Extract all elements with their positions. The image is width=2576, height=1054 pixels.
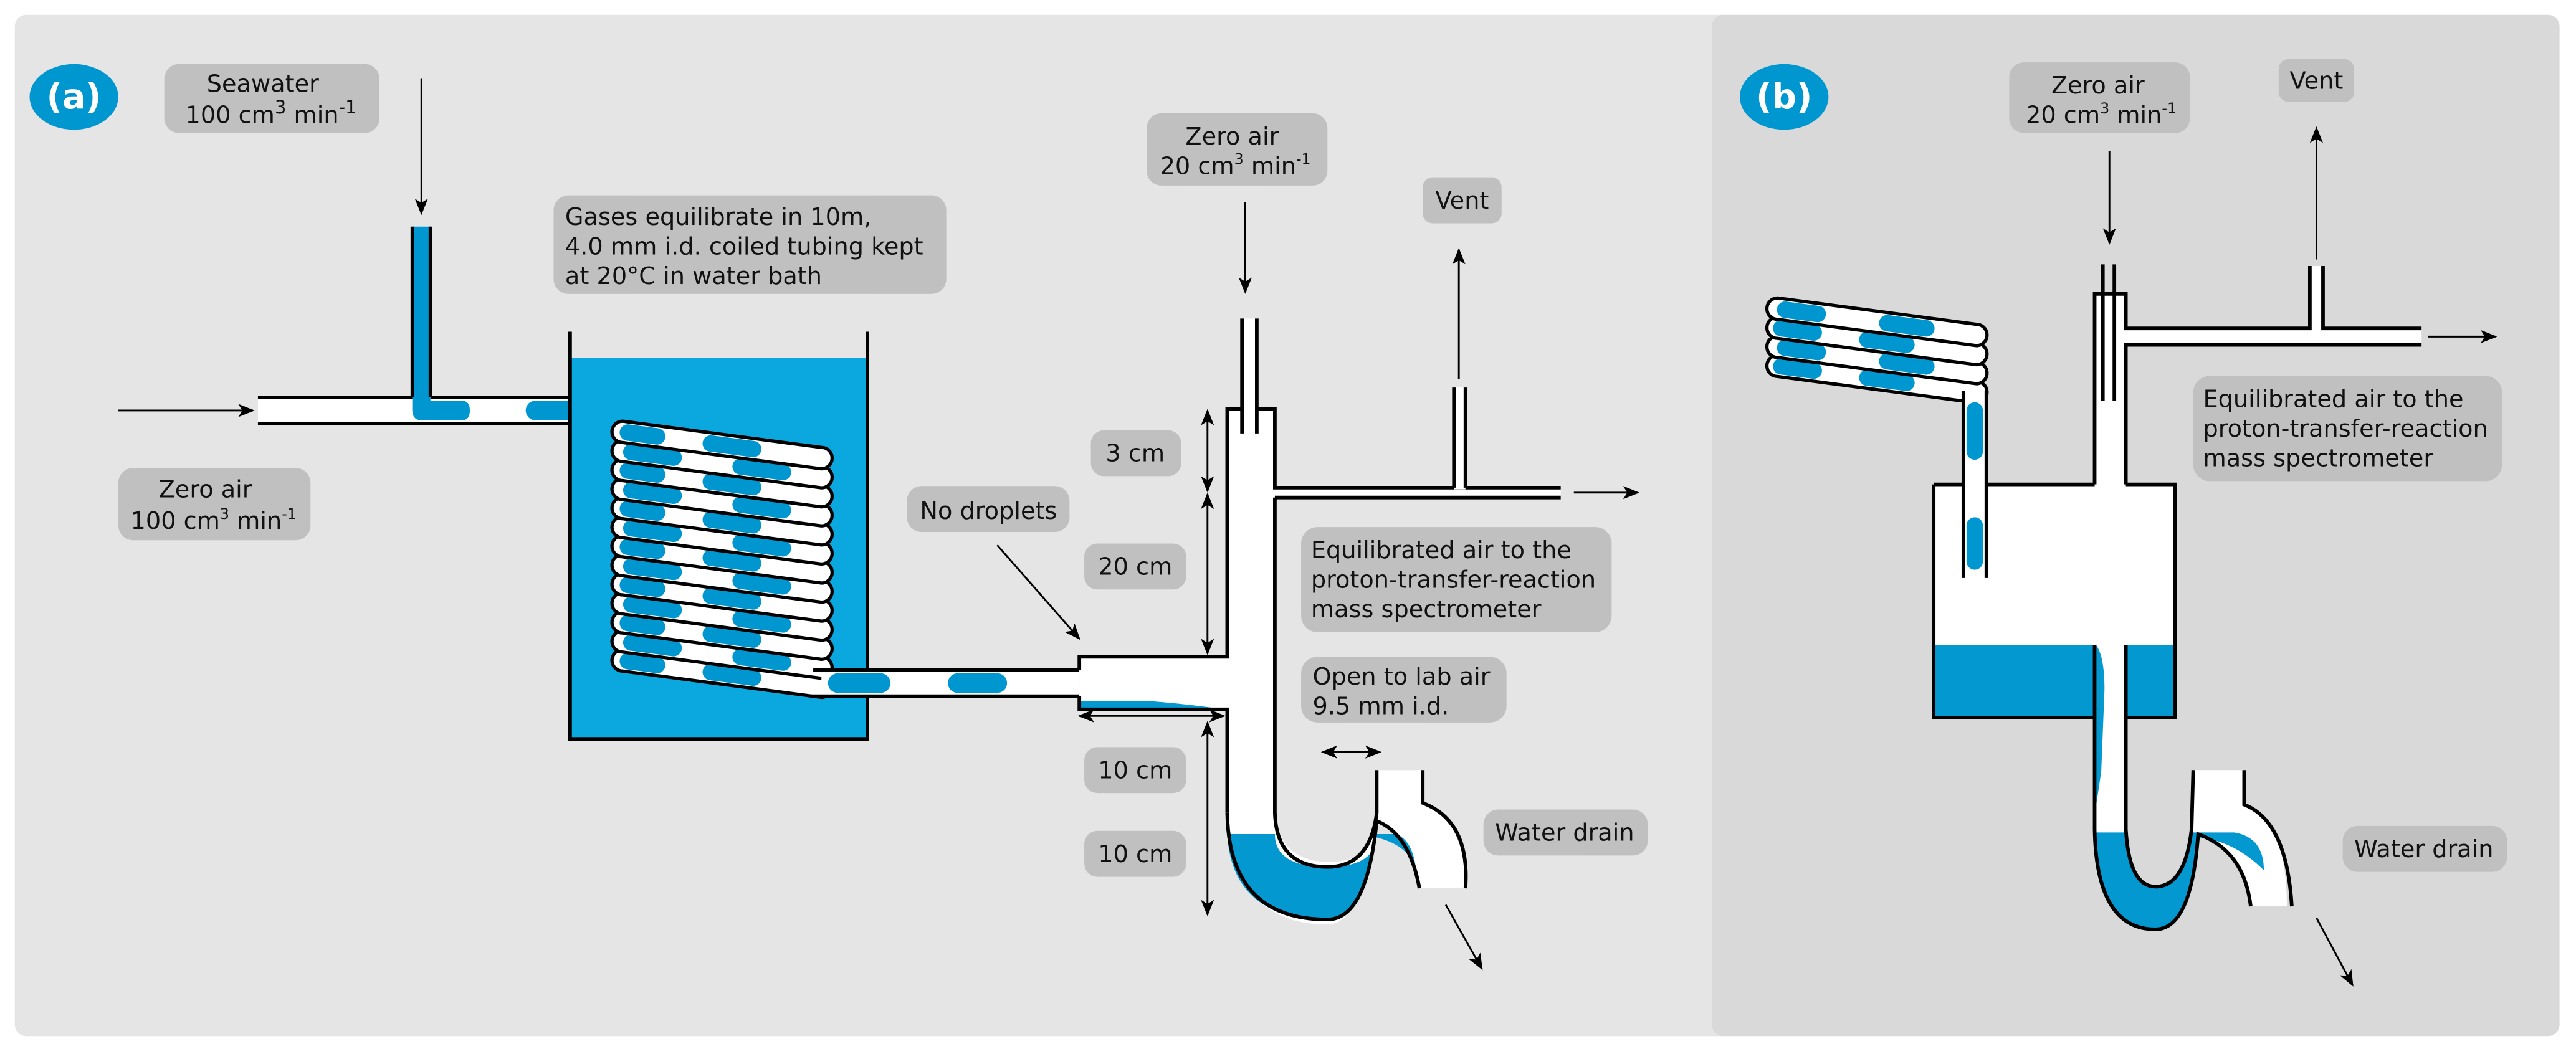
water-slug	[1966, 402, 1983, 460]
coil-note-line2: 4.0 mm i.d. coiled tubing kept	[565, 234, 923, 261]
water-slug	[619, 500, 665, 521]
coil-note-label: Gases equilibrate in 10m, 4.0 mm i.d. co…	[553, 195, 947, 294]
seawater-label: Seawater 100 cm3 min-1	[164, 64, 380, 133]
no-droplets-label: No droplets	[907, 486, 1070, 533]
water-slug	[619, 576, 665, 597]
zero-air-inlet-flow: 100 cm3 min-1	[131, 505, 297, 535]
water-slug	[619, 462, 665, 483]
panel-b-water-drain-label: Water drain	[2342, 825, 2507, 872]
panel-b-to-ms-label: Equilibrated air to the proton-transfer-…	[2193, 376, 2502, 482]
seawater-label-flow: 100 cm3 min-1	[186, 97, 357, 130]
no-droplets-text: No droplets	[920, 498, 1057, 525]
panel-b-to-ms-line2: proton-transfer-reaction	[2203, 415, 2488, 443]
coil-note-line1: Gases equilibrate in 10m,	[565, 204, 871, 231]
coil-note-line3: at 20°C in water bath	[565, 263, 822, 290]
dim-10cm-label-lower: 10 cm	[1084, 830, 1186, 877]
zero-air-top-line1: Zero air	[1185, 123, 1279, 151]
panel-a: (a) Seawater 100 cm3 min-1 Zero air 100 …	[29, 64, 1648, 971]
outlet-tube	[809, 668, 1080, 698]
zero-air-top-label: Zero air 20 cm3 min-1	[1147, 113, 1328, 186]
water-slug	[619, 424, 665, 445]
coil-turn	[610, 572, 834, 623]
panel-b-zero-air-flow: 20 cm3 min-1	[2026, 100, 2177, 130]
dim-10cm-lower-text: 10 cm	[1098, 841, 1172, 868]
panel-b-coiled-tubing	[1765, 296, 1989, 578]
coil-turn	[610, 419, 834, 471]
coil-turn	[610, 495, 834, 547]
water-drain-text: Water drain	[1495, 820, 1634, 847]
coil-turn	[610, 457, 834, 509]
panel-b-to-ms-line1: Equilibrated air to the	[2203, 386, 2464, 414]
water-slug	[702, 435, 761, 458]
dim-10cm-upper-text: 10 cm	[1098, 757, 1172, 784]
dim-20cm-label: 20 cm	[1084, 543, 1186, 590]
water-slug	[619, 538, 665, 559]
vent-text: Vent	[1436, 188, 1489, 215]
dim-10cm-label-upper: 10 cm	[1084, 747, 1186, 794]
panel-b-vent-text: Vent	[2289, 67, 2343, 95]
zero-air-top-flow: 20 cm3 min-1	[1160, 151, 1311, 181]
panel-b-water-drain-arrow	[2316, 917, 2354, 987]
coil-turn	[1765, 296, 1989, 348]
zero-air-inlet-label: Zero air 100 cm3 min-1	[118, 468, 311, 541]
panel-a-badge: (a)	[29, 64, 118, 130]
to-ms-line2: proton-transfer-reaction	[1311, 567, 1596, 594]
water-slug	[1879, 315, 1935, 337]
water-drain-arrow	[1444, 904, 1483, 971]
coiled-tubing	[610, 419, 834, 700]
seawater-label-line1: Seawater	[207, 71, 319, 98]
water-slug	[619, 653, 665, 673]
dim-3cm-label: 3 cm	[1090, 430, 1181, 477]
water-slug	[1966, 517, 1983, 570]
water-slug	[1777, 301, 1826, 323]
zero-air-inlet-line1: Zero air	[159, 477, 252, 504]
inlet-tube	[257, 226, 621, 425]
panel-b-zero-air-line1: Zero air	[2051, 72, 2145, 100]
panel-b-water-drain-text: Water drain	[2354, 836, 2493, 863]
open-lab-air-line1: Open to lab air	[1313, 663, 1491, 691]
panel-b-badge: (b)	[1740, 64, 1829, 130]
dim-20cm-text: 20 cm	[1098, 554, 1172, 581]
panel-a-badge-label: (a)	[47, 77, 102, 117]
dim-3cm-text: 3 cm	[1105, 440, 1165, 468]
no-droplets-pointer	[996, 544, 1080, 640]
panel-b: (b) Zero air 20 cm3 min-1 Vent	[1740, 59, 2507, 987]
panel-b-badge-label: (b)	[1756, 77, 1812, 117]
panel-b-inlet-tube	[1961, 391, 1988, 578]
separator-t-piece	[1077, 318, 1561, 925]
coil-turn	[610, 533, 834, 585]
vent-label: Vent	[1423, 177, 1502, 224]
open-lab-air-line2: 9.5 mm i.d.	[1313, 693, 1449, 721]
panel-b-chamber	[1932, 264, 2422, 931]
panel-b-vent-label: Vent	[2278, 59, 2355, 102]
to-ms-label: Equilibrated air to the proton-transfer-…	[1301, 527, 1612, 632]
open-lab-air-label: Open to lab air 9.5 mm i.d.	[1301, 657, 1507, 723]
panel-a-background	[14, 14, 1734, 1037]
panel-b-zero-air-label: Zero air 20 cm3 min-1	[2009, 62, 2190, 133]
to-ms-line3: mass spectrometer	[1311, 596, 1542, 624]
water-slug	[619, 614, 665, 635]
water-drain-label: Water drain	[1483, 809, 1648, 856]
to-ms-line1: Equilibrated air to the	[1311, 537, 1572, 564]
panel-b-to-ms-line3: mass spectrometer	[2203, 445, 2434, 473]
